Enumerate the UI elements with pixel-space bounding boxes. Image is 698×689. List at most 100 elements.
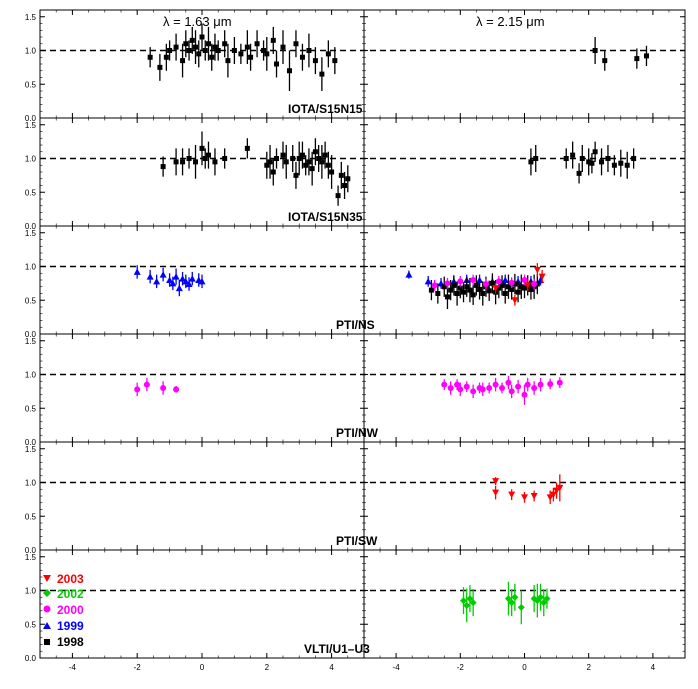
data-point [188, 275, 196, 282]
data-point [463, 601, 471, 609]
data-point [338, 172, 344, 178]
legend-marker-1999 [43, 622, 51, 629]
data-point [270, 169, 276, 175]
panel-label-pti-nw: PTI/NW [336, 426, 379, 440]
legend-label-1998: 1998 [57, 635, 84, 649]
data-point [537, 593, 545, 601]
data-point [186, 48, 192, 53]
data-point [332, 58, 338, 64]
data-point [159, 271, 167, 278]
x-tick-label: -4 [393, 663, 401, 672]
data-point [175, 284, 183, 292]
data-point [547, 380, 554, 387]
data-point [215, 48, 221, 53]
legend-marker-2003 [43, 575, 51, 582]
data-point [454, 291, 460, 296]
data-point [454, 381, 461, 388]
data-point [501, 276, 509, 283]
y-tick-label: 0.5 [25, 80, 37, 89]
data-point [531, 385, 538, 391]
panel-label-pti-sw: PTI/SW [336, 534, 378, 548]
panel-label-pti-ns: PTI/NS [336, 318, 375, 332]
data-point [530, 493, 538, 500]
data-point [153, 277, 161, 285]
data-point [254, 41, 260, 47]
data-point [133, 268, 141, 275]
data-point [473, 282, 479, 288]
data-point [457, 278, 464, 285]
data-point [461, 289, 467, 295]
data-point [173, 159, 179, 165]
data-point [546, 494, 554, 501]
data-point [515, 383, 522, 390]
data-point [319, 159, 325, 165]
data-point [624, 162, 630, 168]
data-point [173, 44, 179, 50]
y-tick-label: 1.0 [25, 263, 37, 272]
data-point [602, 58, 608, 64]
data-point [477, 286, 483, 292]
data-point [524, 381, 531, 388]
data-point [508, 491, 516, 499]
data-point [533, 156, 539, 161]
data-layer [133, 23, 649, 625]
data-point [447, 385, 454, 391]
data-point [198, 277, 206, 285]
data-point [290, 156, 296, 161]
data-point [435, 291, 441, 296]
data-point [312, 149, 318, 155]
data-point [457, 386, 464, 393]
y-tick-label: 1.0 [25, 47, 37, 56]
data-point [306, 48, 312, 53]
data-point [193, 44, 199, 50]
y-tick-label: 0.5 [25, 188, 37, 197]
legend: 2003 2002 2000 1999 1998 [43, 572, 84, 649]
data-point [225, 58, 231, 64]
data-point [293, 41, 299, 47]
x-tick-label: -2 [457, 663, 465, 672]
data-point [517, 603, 525, 611]
data-point [167, 48, 173, 53]
data-point [322, 152, 328, 158]
data-point [325, 162, 331, 168]
data-point [451, 282, 457, 288]
data-point [189, 37, 195, 43]
data-point [274, 61, 280, 67]
y-tick-label: 1.5 [25, 553, 37, 562]
y-tick-label: 0.0 [25, 546, 37, 555]
data-point [543, 595, 551, 603]
y-tick-label: 0.5 [25, 296, 37, 305]
y-tick-label: 1.5 [25, 13, 37, 22]
legend-entry-1999: 1999 [43, 619, 84, 633]
data-point [172, 273, 180, 280]
data-point [309, 166, 315, 172]
data-point [312, 58, 318, 64]
data-point [460, 597, 468, 605]
wavelength-label-right: λ = 2.15 μm [476, 14, 545, 29]
data-point [209, 54, 215, 60]
y-tick-label: 1.5 [25, 337, 37, 346]
data-point [299, 54, 305, 60]
data-point [531, 281, 538, 288]
data-point [283, 159, 289, 165]
data-point [212, 44, 218, 50]
y-tick-label: 1.0 [25, 479, 37, 488]
data-point [533, 266, 541, 274]
data-point [528, 286, 534, 292]
panel-label-iota-s15n15: IOTA/S15N15 [288, 102, 363, 116]
data-point [502, 291, 508, 296]
data-point [299, 152, 305, 158]
data-point [345, 176, 351, 182]
data-point [405, 271, 413, 278]
data-point [205, 41, 211, 47]
data-point [479, 386, 486, 393]
data-point [508, 388, 515, 395]
data-point [467, 287, 473, 293]
data-point [329, 169, 335, 175]
data-point [160, 164, 166, 170]
data-point [428, 287, 434, 293]
data-point [537, 381, 544, 388]
data-point [448, 287, 454, 293]
data-point [643, 53, 649, 59]
